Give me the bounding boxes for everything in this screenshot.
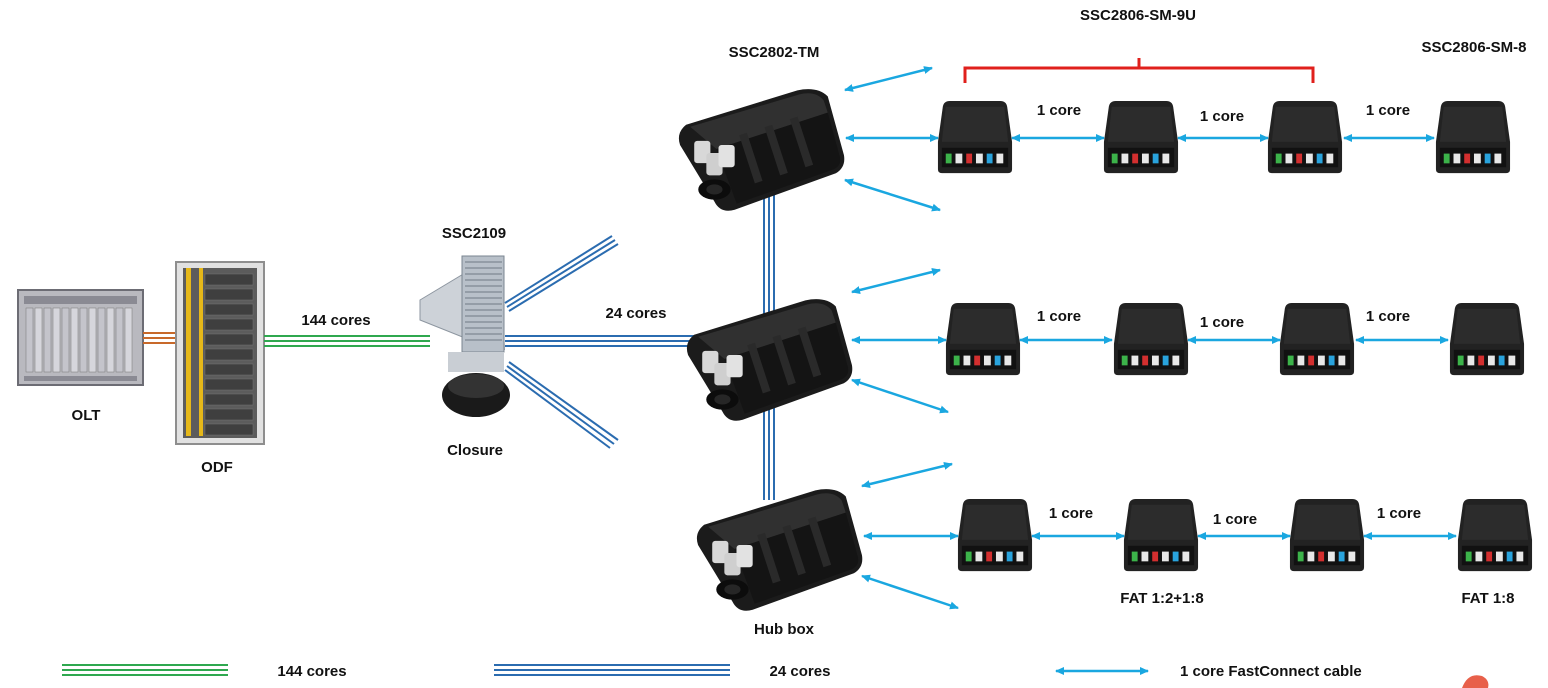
olt-label: OLT	[72, 407, 101, 424]
fat-r2-1	[945, 302, 1021, 376]
logo-fragment	[1462, 675, 1489, 688]
link-label: 1 core	[1366, 102, 1410, 119]
link-label: 1 core	[1200, 108, 1244, 125]
olt-odf-patch-cable	[143, 332, 180, 344]
fat-r2-3	[1279, 302, 1355, 376]
fat-mid-split-label: FAT 1:2+1:8	[1120, 590, 1204, 607]
fat-r1-2	[1103, 100, 1179, 174]
fat-r3-3	[1289, 498, 1365, 572]
cable-24-label: 24 cores	[606, 305, 667, 322]
cable-24-cores	[505, 335, 695, 347]
terminal-model-label: SSC2802-TM	[729, 44, 820, 61]
fat-chain-row-1: 1 core 1 core 1 core	[845, 100, 1511, 174]
cable-144-label: 144 cores	[301, 312, 370, 329]
fat-r1-1	[937, 100, 1013, 174]
legend-green-swatch	[62, 664, 228, 676]
closure-device	[419, 255, 510, 417]
cable-144-cores	[264, 335, 430, 347]
link-label: 1 core	[1377, 505, 1421, 522]
odf-cabinet	[175, 261, 265, 445]
olt-rack	[17, 289, 144, 386]
odf-label: ODF	[201, 459, 233, 476]
fat-r2-2	[1113, 302, 1189, 376]
closure-label: Closure	[447, 442, 503, 459]
link-label: 1 core	[1037, 308, 1081, 325]
fat-chain-row-3: 1 core 1 core 1 core FAT 1:2+1:8 FAT 1:8	[863, 498, 1533, 607]
link-label: 1 core	[1200, 314, 1244, 331]
closure-spare-branch-down	[504, 361, 619, 449]
legend-blue-label: 24 cores	[770, 663, 831, 680]
hub-box-middle	[686, 299, 853, 421]
fat-end-split-label: FAT 1:8	[1461, 590, 1514, 607]
legend-fastconnect-label: 1 core FastConnect cable	[1180, 663, 1362, 680]
fat-chain-row-2: 1 core 1 core 1 core	[851, 302, 1525, 376]
legend-blue-swatch	[494, 664, 730, 676]
fat-r3-1	[957, 498, 1033, 572]
hub-spare-arrows	[844, 66, 959, 610]
link-label: 1 core	[1213, 511, 1257, 528]
hub-box-bottom	[696, 489, 863, 611]
closure-model-label: SSC2109	[442, 225, 506, 242]
fat-r3-2	[1123, 498, 1199, 572]
legend-green-label: 144 cores	[277, 663, 346, 680]
fat-9u-model-label: SSC2806-SM-9U	[1080, 7, 1196, 24]
fat-r1-4	[1435, 100, 1511, 174]
legend: 144 cores 24 cores 1 core FastConnect ca…	[62, 663, 1362, 680]
fat-r1-3	[1267, 100, 1343, 174]
fat-r2-4	[1449, 302, 1525, 376]
hub-box-label: Hub box	[754, 621, 815, 638]
closure-spare-branch-up	[504, 235, 619, 312]
fat-9u-bracket	[963, 58, 1315, 83]
link-label: 1 core	[1049, 505, 1093, 522]
hub-box-top	[678, 89, 845, 211]
fat-8-model-label: SSC2806-SM-8	[1421, 39, 1526, 56]
link-label: 1 core	[1037, 102, 1081, 119]
fat-r3-4	[1457, 498, 1533, 572]
link-label: 1 core	[1366, 308, 1410, 325]
